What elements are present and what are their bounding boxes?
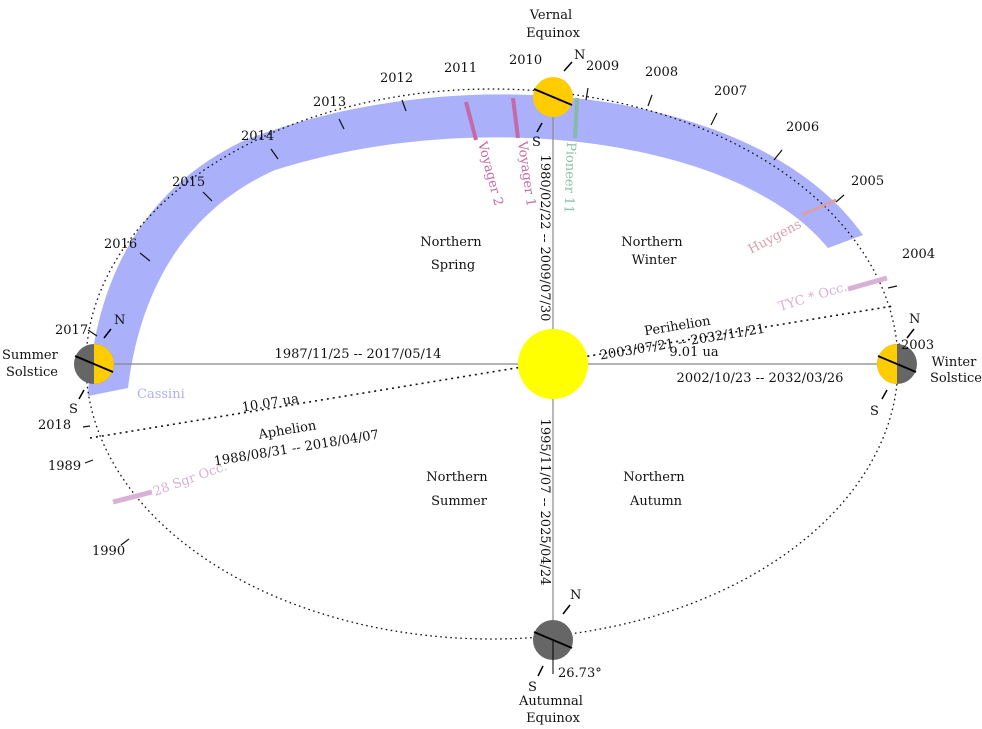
tyc-label: TYC * Occ. bbox=[777, 280, 849, 315]
voyager2-label: Voyager 2 bbox=[474, 139, 506, 207]
year-2011: 2011 bbox=[444, 61, 477, 76]
winter-n-label: N bbox=[909, 312, 920, 327]
cassini-label: Cassini bbox=[137, 387, 185, 402]
perihelion-distance: 9.01 ua bbox=[669, 345, 718, 360]
sgr-label: 28 Sgr Occ. bbox=[151, 459, 229, 500]
tilt-label: 26.73° bbox=[558, 666, 602, 681]
year-labels: 2003 2004 2005 2006 2007 2008 2009 2010 … bbox=[38, 53, 935, 559]
season-summer: Northern Summer bbox=[426, 470, 491, 509]
year-2007: 2007 bbox=[714, 84, 747, 99]
year-2008: 2008 bbox=[645, 65, 678, 80]
sun bbox=[518, 329, 588, 399]
year-2010: 2010 bbox=[509, 53, 542, 68]
year-2006: 2006 bbox=[786, 120, 819, 135]
autumnal-s-label: S bbox=[528, 680, 537, 695]
aphelion-distance: 10.07 ua bbox=[241, 391, 300, 415]
date-vertical-top: 1980/02/22 -- 2009/07/30 bbox=[537, 155, 552, 322]
year-2005: 2005 bbox=[851, 174, 884, 189]
summer-n-label: N bbox=[114, 313, 125, 328]
year-1990: 1990 bbox=[92, 544, 125, 559]
winter-s-label: S bbox=[870, 404, 879, 419]
pioneer11-marker bbox=[573, 97, 579, 139]
saturn-autumnal bbox=[533, 604, 573, 677]
apsidal-line bbox=[89, 305, 894, 439]
pioneer11-label: Pioneer 11 bbox=[561, 142, 578, 214]
saturn-winter bbox=[877, 328, 917, 400]
voyager1-marker bbox=[511, 97, 520, 139]
date-horizontal-right: 2002/10/23 -- 2032/03/26 bbox=[677, 371, 844, 386]
summer-label: Summer Solstice bbox=[2, 348, 62, 380]
year-2012: 2012 bbox=[380, 71, 413, 86]
year-2017: 2017 bbox=[55, 323, 88, 338]
summer-s-label: S bbox=[69, 402, 78, 417]
year-2013: 2013 bbox=[313, 95, 346, 110]
winter-label: Winter Solstice bbox=[930, 355, 982, 386]
huygens-marker bbox=[801, 198, 837, 217]
year-2004: 2004 bbox=[902, 247, 935, 262]
season-winter: Northern Winter bbox=[621, 235, 686, 268]
sgr-occultation-marker bbox=[112, 489, 153, 505]
year-2003: 2003 bbox=[901, 338, 934, 353]
year-2009: 2009 bbox=[586, 59, 619, 74]
year-ticks bbox=[82, 87, 901, 546]
vernal-n-label: N bbox=[574, 48, 585, 63]
season-autumn: Northern Autumn bbox=[623, 470, 688, 509]
tyc-occultation-marker bbox=[847, 275, 888, 292]
voyager2-marker bbox=[464, 101, 478, 141]
huygens-label: Huygens bbox=[746, 217, 804, 258]
year-2015: 2015 bbox=[172, 175, 205, 190]
saturn-summer bbox=[74, 328, 114, 400]
date-horizontal-left: 1987/11/25 -- 2017/05/14 bbox=[275, 347, 442, 362]
vernal-label: Vernal Equinox bbox=[526, 8, 581, 41]
year-1989: 1989 bbox=[48, 459, 81, 474]
vernal-s-label: S bbox=[532, 135, 541, 150]
saturn-vernal bbox=[533, 61, 573, 133]
year-2016: 2016 bbox=[104, 237, 137, 252]
year-2014: 2014 bbox=[241, 129, 274, 144]
autumnal-n-label: N bbox=[570, 588, 581, 603]
year-2018: 2018 bbox=[38, 418, 71, 433]
season-spring: Northern Spring bbox=[420, 235, 485, 273]
date-vertical-bottom: 1995/11/07 -- 2025/04/24 bbox=[537, 419, 552, 586]
autumnal-label: Autumnal Equinox bbox=[518, 694, 587, 726]
